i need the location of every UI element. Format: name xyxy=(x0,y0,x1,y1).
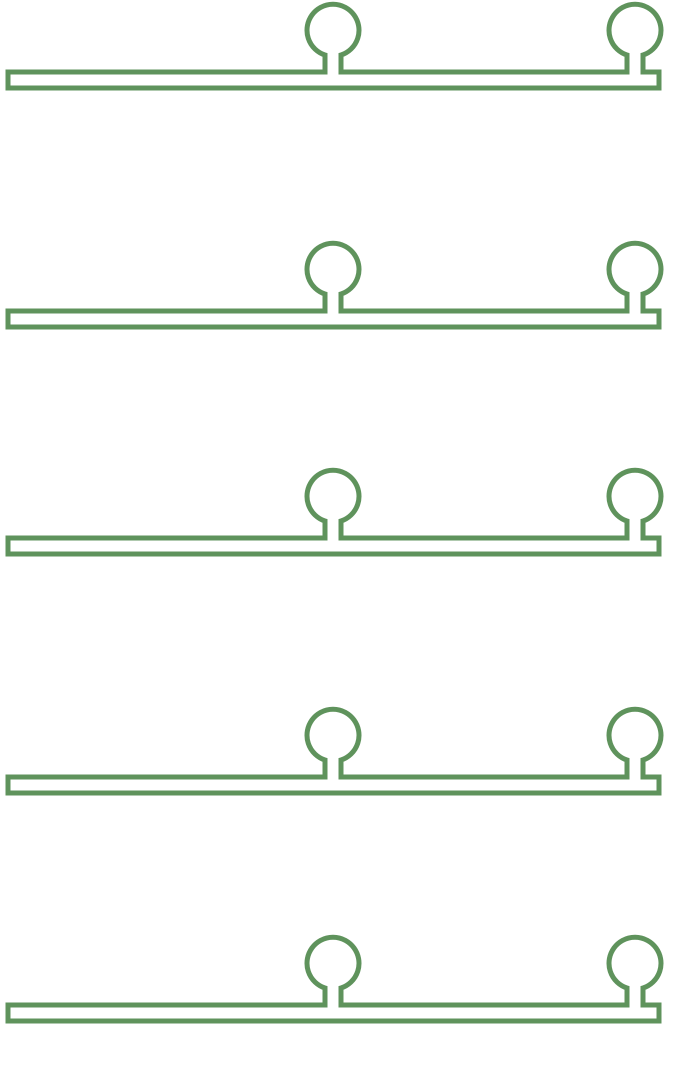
bar-with-loops-shape-3 xyxy=(5,467,664,557)
bar-with-loops-shape-1 xyxy=(5,1,664,91)
bar-with-loops-shape-5 xyxy=(5,934,664,1024)
bar-with-loops-shape-2 xyxy=(5,240,664,330)
bar-with-loops-shape-4 xyxy=(5,706,664,796)
